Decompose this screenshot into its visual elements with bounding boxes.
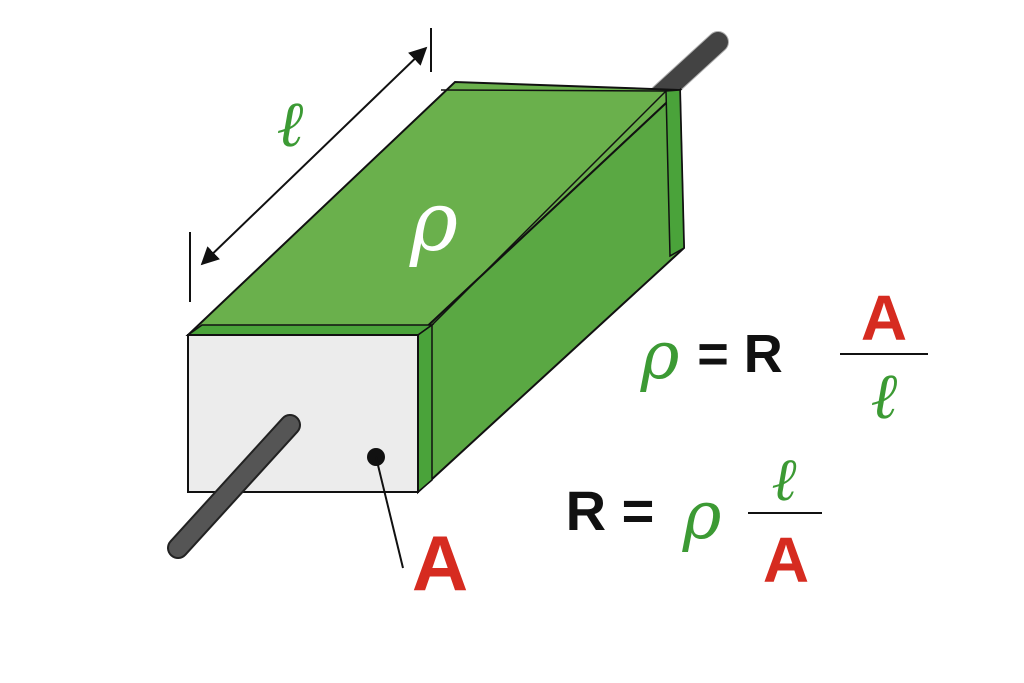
formula-1-lhs: ρ [640, 317, 680, 394]
front-end-cap-side [417, 323, 433, 494]
area-symbol: A [412, 519, 468, 607]
back-wire-outline [649, 31, 729, 106]
formula-2-denominator: A [763, 524, 809, 596]
formula-2-lhs: R = [566, 479, 655, 542]
formula-2-rho: ρ [682, 477, 722, 554]
formula-1-numerator: A [861, 282, 907, 354]
top-face-depth-edge [431, 90, 667, 326]
formula-1-denominator: ℓ [871, 360, 898, 434]
formula-resistance: R = ρ ℓ A [566, 445, 822, 596]
length-dimension-arrow [200, 46, 428, 266]
area-leader-line [375, 456, 404, 569]
front-face-cross-section [187, 334, 419, 493]
formula-1-equals-r: = R [697, 324, 783, 384]
back-end-cap [665, 89, 685, 258]
formula-2-numerator: ℓ [772, 445, 797, 515]
back-end-cap-top-edge [440, 89, 667, 92]
resistivity-symbol: ρ [409, 175, 458, 270]
front-wire [169, 416, 299, 557]
formula-resistivity: ρ = R A ℓ [640, 282, 928, 434]
front-end-cap-top [185, 324, 435, 336]
length-symbol: ℓ [277, 88, 304, 162]
back-wire [650, 32, 728, 105]
